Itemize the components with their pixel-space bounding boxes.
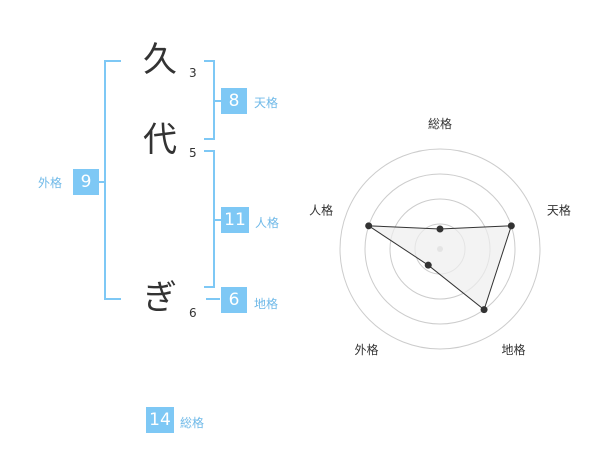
- radar-point-3: [480, 306, 488, 314]
- soukaku-value: 14: [146, 407, 174, 433]
- stroke-count-3: 6: [189, 306, 197, 320]
- gaikaku-label: 外格: [38, 176, 63, 190]
- chikaku-connector: [206, 298, 220, 300]
- gaikaku-connector: [96, 181, 106, 183]
- radar-grid-ring: [364, 173, 516, 325]
- radar-axis-label-2: 天格: [547, 202, 571, 217]
- soukaku-label: 総格: [180, 416, 205, 430]
- chikaku-value: 6: [221, 287, 247, 313]
- stroke-count-1: 3: [189, 66, 197, 80]
- chikaku-label: 地格: [254, 297, 279, 311]
- radar-polygon: [366, 225, 513, 311]
- stroke-count-2: 5: [189, 146, 197, 160]
- radar-grid-ring: [339, 148, 541, 350]
- gaikaku-bracket: [104, 60, 121, 300]
- radar-point-4: [424, 261, 432, 269]
- radar-axis-label-5: 人格: [309, 202, 333, 217]
- jinkaku-value: 11: [221, 207, 249, 233]
- gaikaku-value: 9: [73, 169, 99, 195]
- name-char-1: 久: [143, 40, 177, 80]
- radar-shape: [365, 222, 515, 314]
- tenkaku-value: 8: [221, 88, 247, 114]
- tenkaku-label: 天格: [254, 96, 279, 110]
- name-char-2: 代: [143, 120, 177, 160]
- radar-axis-label-1: 総格: [428, 116, 452, 131]
- tenkaku-connector: [213, 100, 221, 102]
- name-char-3: ぎ: [143, 278, 177, 318]
- radar-point-5: [365, 222, 373, 230]
- radar-axis-label-4: 外格: [355, 342, 379, 357]
- jinkaku-label: 人格: [255, 216, 280, 230]
- jinkaku-connector: [213, 219, 221, 221]
- radar-axis-label-3: 地格: [501, 342, 525, 357]
- radar-point-2: [507, 222, 515, 230]
- radar-point-1: [436, 225, 444, 233]
